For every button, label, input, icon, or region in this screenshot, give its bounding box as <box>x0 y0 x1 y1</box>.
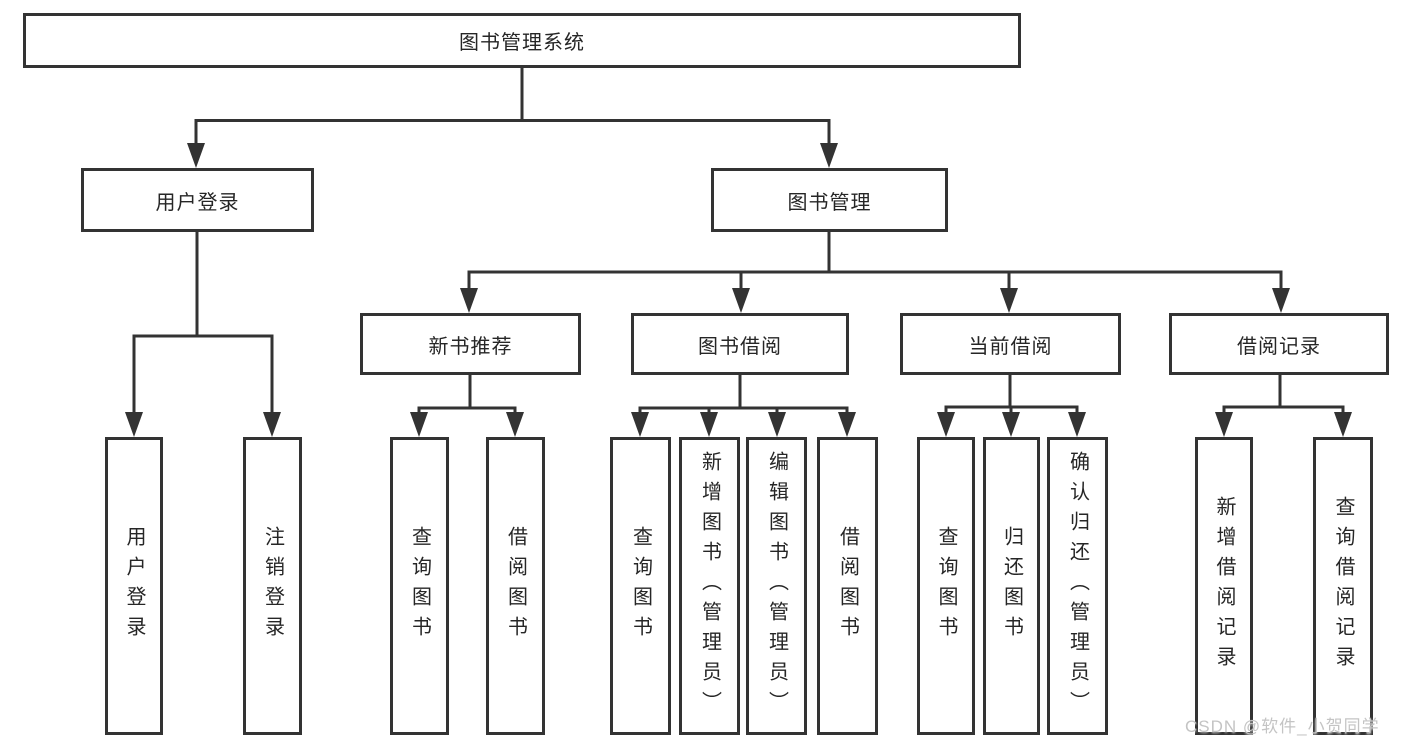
node-label: 确认归还（管理员） <box>1066 451 1089 721</box>
node-book-borrowing: 图书借阅 <box>631 313 849 375</box>
node-label: 图书管理 <box>787 191 872 214</box>
node-label: 新增借阅记录 <box>1213 496 1235 676</box>
node-label: 图书借阅 <box>698 335 782 358</box>
node-book-management: 图书管理 <box>711 168 948 232</box>
node-label: 注销登录 <box>261 526 284 646</box>
leaf-current-query-books: 查询图书 <box>917 437 975 735</box>
node-label: 查询图书 <box>935 526 957 646</box>
leaf-borrow-borrow-books: 借阅图书 <box>817 437 878 735</box>
node-label: 归还图书 <box>1000 526 1023 646</box>
node-root-system: 图书管理系统 <box>23 13 1021 68</box>
csdn-watermark: CSDN @软件_小贺同学 <box>1185 717 1380 736</box>
arrowheads <box>125 143 1352 437</box>
leaf-current-return-books: 归还图书 <box>983 437 1040 735</box>
leaf-borrow-query-books: 查询图书 <box>610 437 671 735</box>
node-label: 借阅图书 <box>504 526 527 646</box>
node-label: 查询图书 <box>408 526 431 646</box>
node-label: 新书推荐 <box>428 335 513 358</box>
node-current-borrowing: 当前借阅 <box>900 313 1121 375</box>
node-label: 查询图书 <box>629 526 652 646</box>
leaf-logout-login: 注销登录 <box>243 437 302 735</box>
node-label: 借阅图书 <box>836 526 859 646</box>
node-label: 编辑图书（管理员） <box>765 451 788 721</box>
leaf-record-add-borrow-record: 新增借阅记录 <box>1195 437 1253 735</box>
node-label: 图书管理系统 <box>459 32 585 54</box>
node-label: 新增图书（管理员） <box>698 451 721 721</box>
leaf-borrow-edit-books-admin: 编辑图书（管理员） <box>746 437 807 735</box>
node-new-book-recommend: 新书推荐 <box>360 313 581 375</box>
node-user-login: 用户登录 <box>81 168 314 232</box>
node-label: 用户登录 <box>155 191 240 214</box>
leaf-newrec-query-books: 查询图书 <box>390 437 449 735</box>
leaf-record-query-borrow-record: 查询借阅记录 <box>1313 437 1373 735</box>
node-borrow-records: 借阅记录 <box>1169 313 1389 375</box>
leaf-user-login: 用户登录 <box>105 437 163 735</box>
leaf-current-confirm-return-admin: 确认归还（管理员） <box>1047 437 1108 735</box>
node-label: 用户登录 <box>123 526 145 646</box>
node-label: 查询借阅记录 <box>1332 496 1354 676</box>
leaf-borrow-add-books-admin: 新增图书（管理员） <box>679 437 740 735</box>
leaf-newrec-borrow-books: 借阅图书 <box>486 437 545 735</box>
node-label: 当前借阅 <box>968 335 1053 358</box>
node-label: 借阅记录 <box>1237 335 1321 358</box>
